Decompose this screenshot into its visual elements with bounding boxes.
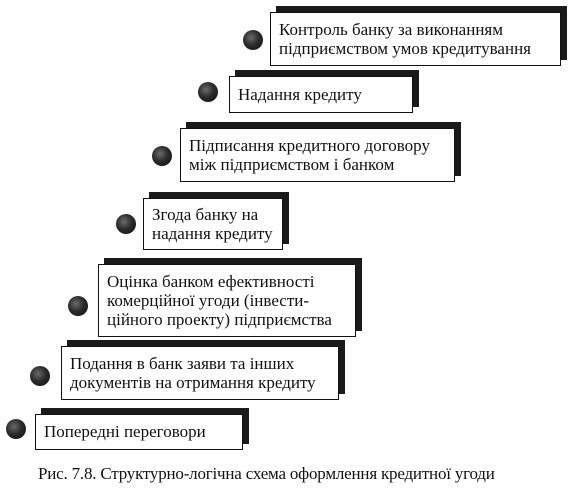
step-7-bullet — [243, 30, 263, 50]
step-3-box: Оцінка банком ефективності комерційної у… — [98, 264, 356, 337]
step-4-line-2: надання кредиту — [152, 223, 273, 243]
step-6-box: Надання кредиту — [229, 76, 413, 113]
figure-caption: Рис. 7.8. Структурно-логічна схема оформ… — [38, 464, 495, 483]
step-6-bullet — [198, 82, 218, 102]
step-7-line-1: Контроль банку за виконанням — [279, 19, 503, 39]
step-7-line-2: підприємством умов кредитування — [279, 38, 531, 58]
step-3-bullet — [68, 296, 88, 316]
step-5-line-2: між підприємством і банком — [189, 154, 395, 174]
step-3-line-3: ційного проекту) підприємства — [107, 309, 332, 329]
step-5-line-1: Підписання кредитного договору — [189, 135, 430, 155]
step-2-line-1: Подання в банк заяви та інших — [70, 353, 295, 373]
step-2-box: Подання в банк заяви та інших документів… — [61, 346, 339, 400]
step-7-box: Контроль банку за виконанням підприємств… — [270, 12, 561, 66]
step-5-bullet — [152, 146, 172, 166]
step-3-line-2: комерційної угоди (інвести- — [107, 290, 310, 310]
step-1-line-1: Попередні переговори — [44, 422, 206, 441]
step-6-line-1: Надання кредиту — [238, 84, 362, 104]
step-1-bullet — [6, 419, 26, 439]
step-4-line-1: Згода банку на — [152, 204, 259, 224]
step-3-line-1: Оцінка банком ефективності — [107, 271, 315, 291]
step-2-bullet — [30, 366, 50, 386]
step-4-bullet — [116, 214, 136, 234]
step-1-box: Попередні переговори — [35, 414, 243, 450]
step-2-line-2: документів на отримання кредиту — [70, 372, 316, 392]
step-5-box: Підписання кредитного договору між підпр… — [180, 128, 455, 182]
step-4-box: Згода банку на надання кредиту — [143, 198, 283, 250]
